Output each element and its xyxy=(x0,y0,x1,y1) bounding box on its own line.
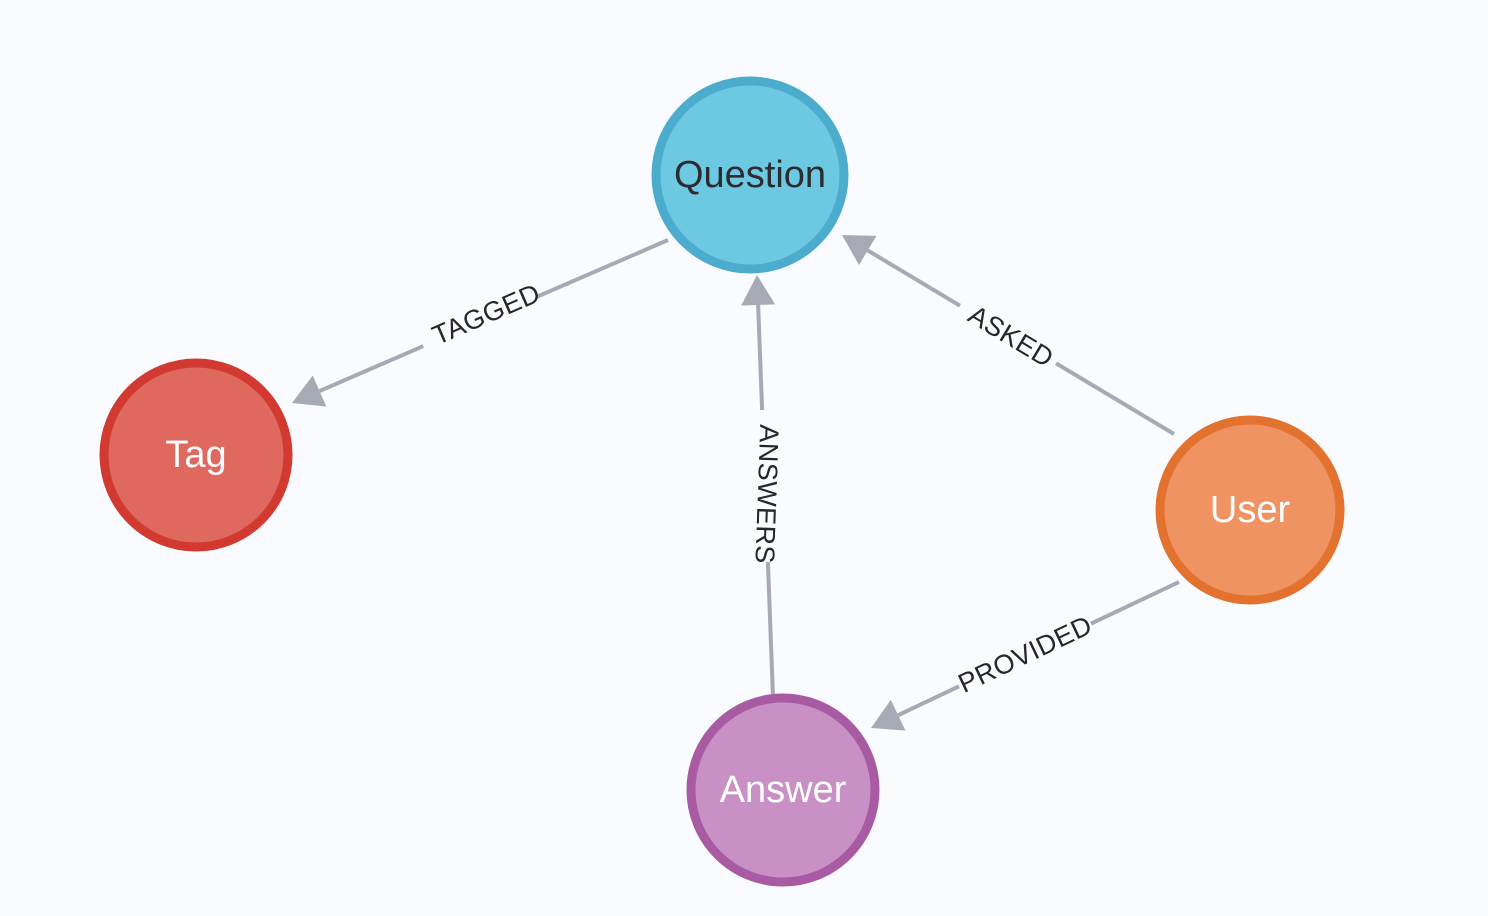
node-circle-user[interactable] xyxy=(1155,415,1345,605)
edge-arrowhead-icon xyxy=(741,275,776,306)
edge-label-provided: PROVIDED xyxy=(954,610,1097,699)
edge-arrowhead-icon xyxy=(842,235,877,266)
edge-provided[interactable]: PROVIDED xyxy=(871,580,1180,731)
edge-label-asked: ASKED xyxy=(963,299,1059,373)
edge-line-segment xyxy=(866,248,961,308)
edge-answers[interactable]: ANSWERS xyxy=(741,275,784,698)
edge-tagged[interactable]: TAGGED xyxy=(292,238,669,407)
node-circle-tag[interactable] xyxy=(99,358,293,552)
edge-arrowhead-icon xyxy=(292,375,327,407)
edge-line-segment xyxy=(765,561,775,698)
edge-arrowhead-icon xyxy=(871,699,906,731)
node-tag[interactable]: Tag xyxy=(99,358,293,552)
edge-line-segment xyxy=(1090,580,1180,626)
edge-line-segment xyxy=(318,344,424,393)
node-label-question: Question xyxy=(674,154,826,196)
node-label-answer: Answer xyxy=(720,769,847,811)
node-answer[interactable]: Answer xyxy=(686,693,880,887)
edge-line-segment xyxy=(536,238,669,299)
node-label-user: User xyxy=(1210,489,1291,531)
edge-asked[interactable]: ASKED xyxy=(842,235,1176,436)
edge-line-segment xyxy=(756,304,765,411)
edge-label-answers: ANSWERS xyxy=(749,424,784,564)
edge-line-segment xyxy=(1055,361,1176,436)
node-circle-answer[interactable] xyxy=(686,693,880,887)
node-label-tag: Tag xyxy=(165,434,226,476)
edge-line-segment xyxy=(897,684,960,717)
edge-label-tagged: TAGGED xyxy=(428,278,545,351)
edges-layer: TAGGED ASKED ANSWERS PROVIDED xyxy=(292,235,1180,731)
node-question[interactable]: Question xyxy=(651,76,849,274)
node-circle-question[interactable] xyxy=(651,76,849,274)
node-user[interactable]: User xyxy=(1155,415,1345,605)
